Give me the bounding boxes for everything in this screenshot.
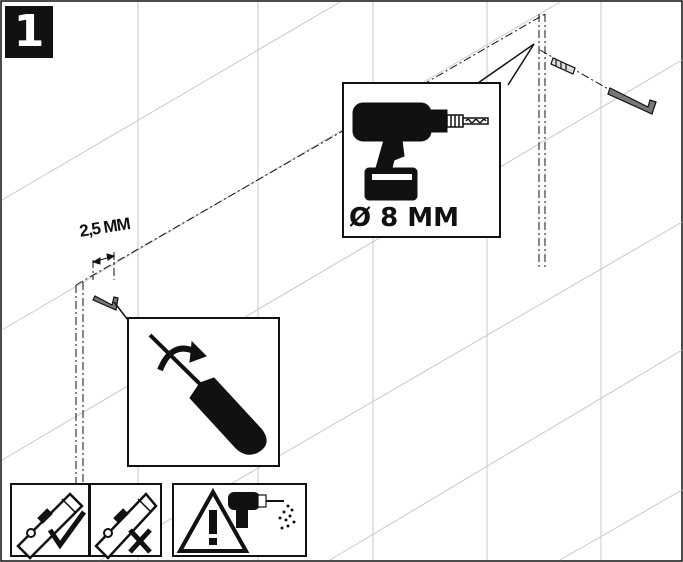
screwdriver-icon — [148, 333, 267, 455]
spirit-level-check-icon — [16, 492, 87, 560]
wall-plug-and-hook — [550, 57, 657, 115]
drill-warning-icon — [176, 487, 296, 553]
gap-dimension-marker — [91, 253, 116, 265]
spirit-level-cross-icon — [94, 492, 158, 560]
drill-icon — [352, 102, 489, 201]
legend-level-not-ok — [89, 483, 162, 560]
legend-drill-warning — [172, 483, 307, 557]
mounted-hook — [92, 295, 119, 311]
drill-callout — [342, 43, 535, 238]
screwdriver-callout — [113, 301, 280, 467]
step-number-badge: 1 — [5, 6, 53, 58]
drill-diameter-label: Ø 8 MM — [349, 203, 460, 233]
legend — [10, 483, 307, 560]
legend-level-ok — [10, 483, 90, 560]
